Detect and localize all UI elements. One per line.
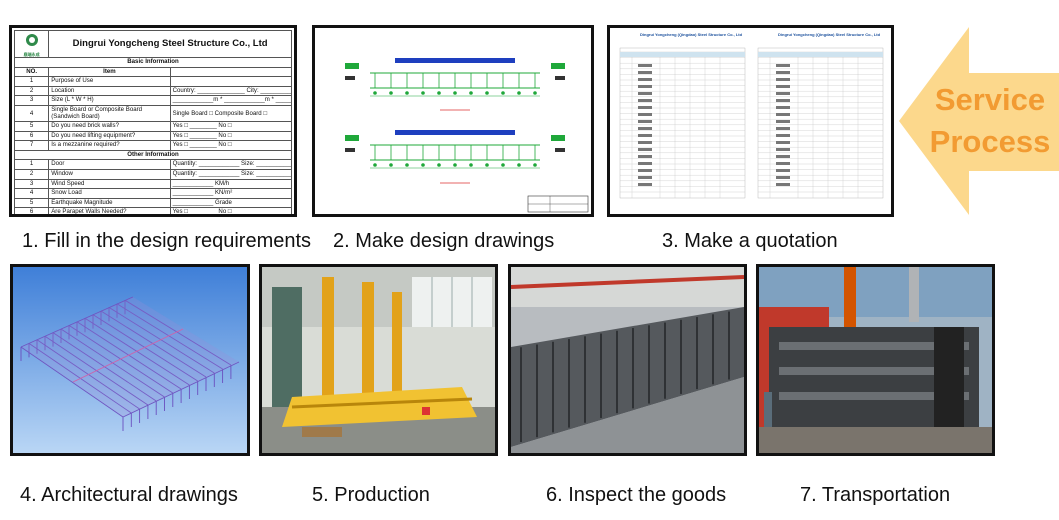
form-cell-no: 2: [13, 168, 50, 180]
form-cell-no: 4: [13, 104, 50, 122]
form-cell-item: Window: [48, 168, 171, 180]
elevation-upper: [345, 58, 565, 111]
caption-step1: 1. Fill in the design requirements: [22, 230, 312, 252]
production-photo: [259, 264, 498, 456]
form-cell-item: Is a mezzanine required?: [48, 140, 171, 151]
col-no: NO.: [13, 66, 50, 78]
form-cell-item: Size (L * W * H): [48, 95, 171, 106]
caption-step4: 4. Architectural drawings: [20, 484, 238, 506]
quote-title-right: Dingrui Yongcheng (Qingdao) Steel Struct…: [778, 32, 881, 37]
3d-structure-render: [13, 267, 247, 453]
form-cell-value: Yes □ ________ No □: [169, 130, 293, 142]
cad-drawing: [315, 28, 591, 214]
form-cell-value: [169, 76, 293, 87]
service-label-line1: Service: [934, 82, 1046, 117]
form-cell-value: ____________ KM/h: [169, 178, 293, 190]
form-cell-no: 6: [13, 207, 50, 214]
form-cell-value: Quantity: ____________ Size: ___________…: [169, 159, 293, 170]
company-logo-cell: 鼎瑞永成: [13, 30, 50, 58]
design-drawings-image: [312, 25, 594, 217]
form-cell-value: Yes □ ________ No □: [169, 207, 293, 214]
caption-step5: 5. Production: [312, 484, 430, 506]
form-cell-item: Location: [48, 85, 171, 97]
container-loading-illustration: [759, 267, 992, 453]
form-cell-value: Yes □ ________ No □: [169, 120, 293, 132]
section-basic: Basic Information: [14, 57, 292, 68]
company-name: Dingrui Yongcheng Steel Structure Co., L…: [48, 30, 292, 58]
form-cell-item: Do you need brick walls?: [48, 120, 171, 132]
form-cell-item: Purpose of Use: [48, 76, 171, 87]
caption-step2: 2. Make design drawings: [333, 230, 555, 252]
company-logo-icon: [25, 34, 38, 46]
quote-title-left: Dingrui Yongcheng (Qingdao) Steel Struct…: [640, 32, 743, 37]
form-cell-item: Earthquake Magnitude: [48, 197, 171, 209]
form-cell-no: 5: [13, 197, 50, 209]
architectural-3d-image: [10, 264, 250, 456]
caption-step6: 6. Inspect the goods: [546, 484, 727, 506]
form-cell-value: ____________m * ____________m * ________…: [169, 95, 293, 106]
form-cell-no: 4: [13, 188, 50, 199]
form-cell-value: Single Board □ Composite Board □: [169, 104, 293, 122]
form-cell-no: 5: [13, 120, 50, 132]
quotation-sheets: [619, 47, 884, 199]
transportation-photo: [756, 264, 995, 456]
logo-text: 鼎瑞永成: [23, 52, 40, 57]
form-cell-no: 3: [13, 178, 50, 190]
form-cell-no: 2: [13, 85, 50, 97]
design-requirements-form-image: 鼎瑞永成 Dingrui Yongcheng Steel Structure C…: [9, 25, 297, 217]
form-cell-item: Single Board or Composite Board (Sandwic…: [48, 104, 171, 122]
form-cell-no: 6: [13, 130, 50, 142]
service-label-line2: Process: [929, 124, 1051, 159]
service-process-arrow-icon: [899, 27, 1059, 215]
form-cell-item: Door: [48, 159, 171, 170]
form-cell-no: 3: [13, 95, 50, 106]
steel-beams-illustration: [511, 267, 744, 453]
requirements-table: 鼎瑞永成 Dingrui Yongcheng Steel Structure C…: [13, 30, 293, 214]
quotation-image: Dingrui Yongcheng (Qingdao) Steel Struct…: [607, 25, 894, 217]
form-cell-no: 1: [13, 76, 50, 87]
caption-step3: 3. Make a quotation: [662, 230, 838, 252]
section-other: Other Information: [14, 149, 292, 161]
form-cell-item: Wind Speed: [48, 178, 171, 190]
elevation-lower: [345, 130, 565, 184]
caption-step7: 7. Transportation: [800, 484, 951, 506]
form-cell-no: 7: [13, 140, 50, 151]
form-cell-value: Yes □ ________ No □: [169, 140, 293, 151]
form-cell-no: 1: [13, 159, 50, 170]
form-cell-item: Do you need lifting equipment?: [48, 130, 171, 142]
form-cell-value: ____________ Grade: [169, 197, 293, 209]
col-item: Item: [48, 66, 171, 78]
form-cell-item: Snow Load: [48, 188, 171, 199]
form-cell-value: ____________ KN/m²: [169, 188, 293, 199]
form-cell-item: Are Parapet Walls Needed?: [48, 207, 171, 214]
form-cell-value: Quantity: ____________ Size: ___________…: [169, 168, 293, 180]
welding-line-illustration: [262, 267, 495, 453]
inspection-photo: [508, 264, 747, 456]
form-cell-value: Country: ______________ City: __________…: [169, 85, 293, 97]
